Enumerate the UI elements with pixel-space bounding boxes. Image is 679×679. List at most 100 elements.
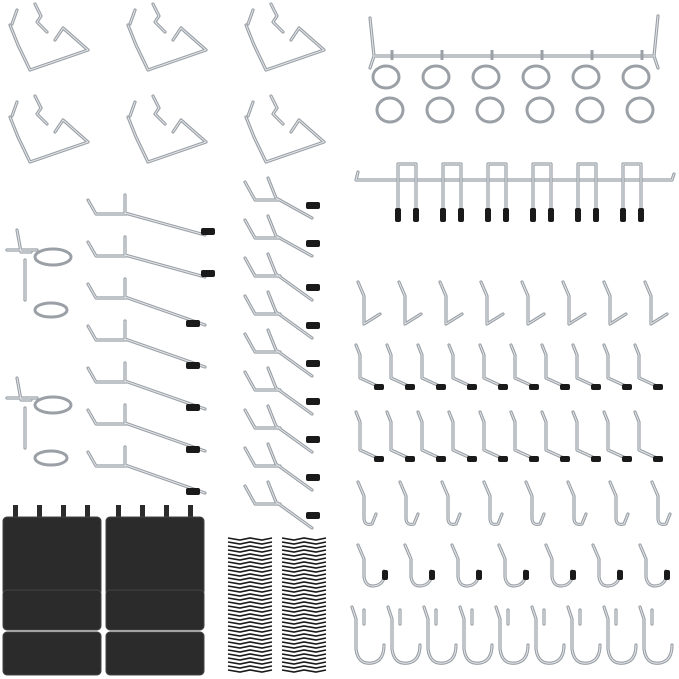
locking-clip — [281, 601, 327, 605]
locking-clip — [281, 605, 327, 609]
j-hook-wire — [544, 543, 574, 588]
rubber-tip — [306, 202, 320, 209]
rubber-tip — [186, 446, 200, 453]
small-j-hook — [482, 480, 504, 526]
straight-hook — [633, 343, 663, 390]
straight-hook-highlight — [634, 411, 662, 461]
long-hook — [86, 361, 207, 411]
j-hook-pair — [486, 162, 508, 212]
angled-hook — [243, 404, 314, 454]
bin-peg-tab — [188, 505, 193, 519]
rubber-tip — [186, 404, 200, 411]
small-j-hook-highlight — [651, 481, 671, 525]
rubber-tip — [306, 322, 320, 329]
small-j-hook — [398, 480, 420, 526]
rubber-tip — [374, 456, 384, 462]
loop-hook — [244, 2, 326, 72]
straight-hook — [478, 410, 508, 462]
straight-hook-highlight — [572, 411, 600, 461]
straight-hook — [354, 410, 384, 462]
ring-hook — [571, 50, 605, 124]
locking-clip — [281, 669, 327, 673]
angled-hook-highlight — [244, 443, 313, 491]
long-hooks-group — [86, 193, 215, 495]
straight-hook — [385, 343, 415, 390]
long-hook-highlight — [87, 194, 206, 236]
double-j-hook-highlight — [531, 606, 565, 664]
locking-clip — [227, 565, 273, 569]
j-hook-wire — [591, 543, 621, 588]
rubber-tip — [529, 456, 539, 462]
ring-strip-bar — [368, 14, 660, 70]
straight-hook-highlight — [479, 344, 507, 389]
l-hook — [602, 280, 628, 326]
j-hook-wire — [356, 543, 386, 588]
locking-clip — [281, 561, 327, 565]
ring-hook — [621, 50, 655, 124]
locking-clip — [281, 589, 327, 593]
loop-hook-highlight — [9, 95, 89, 163]
ring-holder-frame-wire — [5, 376, 39, 450]
locking-clip — [281, 641, 327, 645]
long-hook-highlight — [87, 362, 206, 410]
straight-hook-highlight — [386, 344, 414, 389]
straight-hook-highlight — [355, 344, 383, 389]
angled-hook-highlight — [244, 329, 313, 377]
locking-clip — [227, 641, 273, 645]
straight-hook-highlight — [417, 411, 445, 461]
l-hook-highlight — [480, 281, 504, 325]
rubber-tip — [374, 384, 384, 390]
locking-clip — [227, 633, 273, 637]
l-hook-wire — [438, 280, 464, 326]
long-hook-wire — [86, 445, 207, 495]
ring-hook-strip — [368, 14, 660, 124]
l-hook — [561, 280, 587, 326]
straight-hook-highlight — [417, 344, 445, 389]
long-hook-highlight — [87, 236, 206, 278]
ring-strip-bar-wire — [368, 14, 660, 70]
ring-holders-group — [5, 228, 73, 467]
bin-stack — [2, 505, 102, 676]
long-hook-wire — [86, 277, 207, 327]
rubber-tip — [306, 284, 320, 291]
storage-bin — [105, 631, 205, 676]
rubber-tip — [413, 208, 419, 222]
rubber-tip — [306, 512, 320, 519]
l-hook-highlight — [562, 281, 586, 325]
loop-hook-wire — [244, 94, 326, 164]
long-hook — [86, 403, 207, 453]
l-hook-wire — [479, 280, 505, 326]
straight-hook — [602, 410, 632, 462]
l-hook-wire — [356, 280, 382, 326]
j-hook-pair-wire — [441, 162, 463, 212]
locking-clip — [281, 569, 327, 573]
ring-holder-upper — [33, 247, 73, 267]
straight-hook — [354, 343, 384, 390]
loop-hook-wire — [8, 2, 90, 72]
locking-clip — [281, 609, 327, 613]
ring-upper — [621, 64, 651, 90]
locking-clip — [227, 573, 273, 577]
l-hook — [438, 280, 464, 326]
rubber-tip — [503, 208, 509, 222]
locking-clip — [281, 645, 327, 649]
straight-hook — [540, 343, 570, 390]
double-j-hook — [494, 605, 530, 665]
small-j-hook — [650, 480, 672, 526]
j-hook-pair-wire — [396, 162, 418, 212]
angled-hook — [243, 328, 314, 378]
locking-clip — [227, 581, 273, 585]
straight-hook-highlight — [448, 344, 476, 389]
rubber-tip — [186, 488, 200, 495]
angled-hooks-group — [243, 176, 320, 530]
rubber-tip — [467, 456, 477, 462]
locking-clip — [227, 645, 273, 649]
loop-hook — [244, 94, 326, 164]
l-hook-wire — [643, 280, 669, 326]
j-hook-pair-wire — [531, 162, 553, 212]
locking-clip — [227, 649, 273, 653]
j-strip-bar — [354, 170, 676, 182]
straight-hook-highlight — [479, 411, 507, 461]
l-hook-highlight — [398, 281, 422, 325]
rubber-tip — [617, 570, 623, 580]
